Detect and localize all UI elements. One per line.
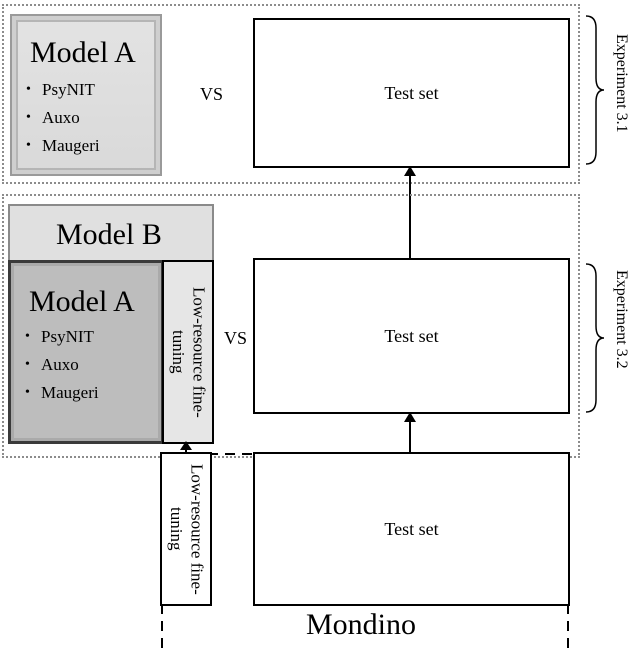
model-b-title: Model B — [56, 218, 162, 251]
model-a-box-middle: Model A •PsyNIT •Auxo •Maugeri — [8, 260, 164, 444]
mondino-dashed-frame — [161, 453, 569, 652]
model-a-title: Model A — [29, 285, 135, 318]
test-set-box: Test set — [253, 258, 570, 414]
model-a-box-top: Model A •PsyNIT •Auxo •Maugeri — [10, 14, 162, 176]
experiment-3-1-label: Experiment 3.1 — [613, 34, 630, 133]
mondino-title: Mondino — [306, 608, 417, 641]
dataset-item: •PsyNIT — [26, 80, 95, 99]
dataset-item: •PsyNIT — [25, 327, 94, 346]
low-resource-finetuning-box-inner: Low-resource fine-tuning — [162, 260, 214, 444]
test-set-box: Test set — [253, 452, 570, 606]
vs-label: VS — [200, 84, 224, 104]
test-set-label: Test set — [384, 82, 439, 103]
experiment-3-2-label: Experiment 3.2 — [613, 270, 630, 369]
experiment-3-1-brace — [585, 15, 605, 165]
arrow-up-1 — [404, 166, 416, 258]
experiment-3-2-brace — [585, 263, 605, 413]
low-resource-label: Low-resource fine-tuning — [169, 286, 209, 418]
model-a-title: Model A — [30, 36, 136, 69]
experiment-3-1-frame — [2, 4, 580, 184]
dataset-item: •Maugeri — [25, 383, 99, 402]
test-set-box: Test set — [253, 18, 570, 168]
dataset-item: •Auxo — [26, 108, 80, 127]
model-a-dataset-list: •PsyNIT •Auxo •Maugeri — [26, 76, 100, 160]
dataset-item: •Auxo — [25, 355, 79, 374]
test-set-label: Test set — [384, 325, 439, 346]
low-resource-finetuning-box-bottom: Low-resource fine-tuning — [160, 452, 212, 606]
low-resource-label: Low-resource fine-tuning — [167, 463, 207, 595]
dataset-item: •Maugeri — [26, 136, 100, 155]
vs-label: VS — [224, 328, 248, 348]
model-a-dataset-list: •PsyNIT •Auxo •Maugeri — [25, 323, 99, 407]
test-set-label: Test set — [384, 518, 439, 539]
arrow-up-2 — [404, 412, 416, 452]
